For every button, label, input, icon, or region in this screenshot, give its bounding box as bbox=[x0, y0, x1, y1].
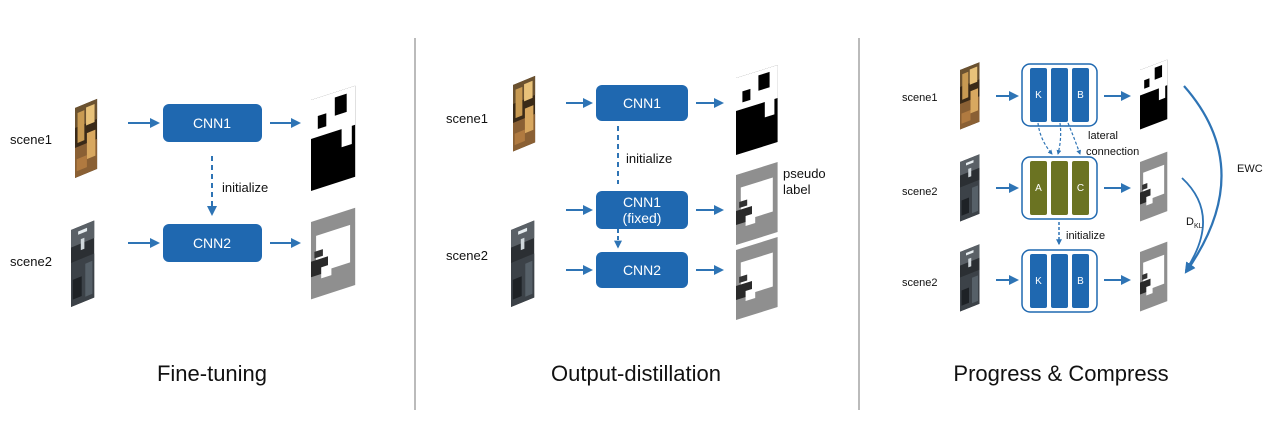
scene-photo-icon bbox=[511, 220, 535, 307]
kb-column bbox=[1030, 68, 1047, 122]
panel-fine-tuning: scene1 scene2 CNN1 CNN2 initialize Fine-… bbox=[10, 85, 356, 386]
segmentation-mask-icon bbox=[1140, 59, 1168, 130]
cnn1-box bbox=[163, 104, 262, 142]
kb-col-k: K bbox=[1035, 90, 1042, 101]
segmentation-mask-icon bbox=[736, 237, 778, 320]
scene-photo-icon bbox=[75, 98, 98, 178]
pseudo-label-line1: pseudo bbox=[783, 166, 826, 181]
active-column bbox=[1072, 161, 1089, 215]
kb-col-k: K bbox=[1035, 276, 1042, 287]
kb-column bbox=[1072, 68, 1089, 122]
active-col-a: A bbox=[1035, 183, 1042, 194]
cnn1-label: CNN1 bbox=[193, 115, 231, 131]
scene2-label: scene2 bbox=[902, 186, 937, 198]
kb-col-b: B bbox=[1077, 90, 1084, 101]
scene2-label: scene2 bbox=[10, 254, 52, 269]
initialize-label: initialize bbox=[626, 151, 672, 166]
fixed-label: (fixed) bbox=[623, 210, 662, 226]
segmentation-mask-icon bbox=[1140, 241, 1168, 312]
lateral-label-line2: connection bbox=[1086, 146, 1139, 158]
active-column bbox=[1030, 161, 1047, 215]
cnn1-fixed-box bbox=[596, 191, 688, 229]
cnn1-box bbox=[596, 85, 688, 121]
scene1-label: scene1 bbox=[446, 111, 488, 126]
cnn2-box bbox=[596, 252, 688, 288]
initialize-label: initialize bbox=[222, 180, 268, 195]
scene-photo-icon bbox=[960, 154, 980, 222]
cnn2-label: CNN2 bbox=[193, 235, 231, 251]
ewc-label: EWC bbox=[1237, 163, 1263, 175]
scene-photo-icon bbox=[960, 244, 980, 312]
scene2-label: scene2 bbox=[902, 277, 937, 289]
segmentation-mask-icon bbox=[1140, 151, 1168, 222]
dkl-label: DKL bbox=[1186, 216, 1203, 230]
scene1-label: scene1 bbox=[902, 92, 937, 104]
dkl-sub: KL bbox=[1194, 223, 1203, 230]
panel-output-distillation: scene1 scene2 CNN1 CNN1 (fixed) CNN2 ini… bbox=[446, 65, 826, 386]
active-column bbox=[1051, 161, 1068, 215]
segmentation-mask-icon bbox=[736, 65, 778, 155]
segmentation-mask-icon bbox=[736, 162, 778, 245]
cnn2-box bbox=[163, 224, 262, 262]
dkl-main: D bbox=[1186, 216, 1194, 228]
segmentation-mask-icon bbox=[311, 85, 356, 191]
kb-col-b: B bbox=[1077, 276, 1084, 287]
segmentation-mask-icon bbox=[311, 207, 356, 300]
panel-title-fine-tuning: Fine-tuning bbox=[157, 361, 267, 386]
ewc-arrow bbox=[1183, 85, 1223, 274]
panel-title-progress-compress: Progress & Compress bbox=[953, 361, 1168, 386]
initialize-label: initialize bbox=[1066, 230, 1105, 242]
panel-progress-compress: scene1 scene2 scene2 K B A C K B bbox=[902, 59, 1263, 386]
cnn1-fixed-label: CNN1 bbox=[623, 194, 661, 210]
cnn1-label: CNN1 bbox=[623, 95, 661, 111]
panel-title-output-distillation: Output-distillation bbox=[551, 361, 721, 386]
scene-photo-icon bbox=[960, 62, 980, 130]
kb-column bbox=[1072, 254, 1089, 308]
cnn2-label: CNN2 bbox=[623, 262, 661, 278]
lateral-label-line1: lateral bbox=[1088, 130, 1118, 142]
pseudo-label-line2: label bbox=[783, 182, 811, 197]
kb-column bbox=[1051, 68, 1068, 122]
kb-column bbox=[1030, 254, 1047, 308]
scene-photo-icon bbox=[513, 75, 536, 152]
scene2-label: scene2 bbox=[446, 248, 488, 263]
kb-column bbox=[1051, 254, 1068, 308]
dkl-arrow bbox=[1181, 177, 1204, 272]
active-col-c: C bbox=[1077, 183, 1084, 194]
scene1-label: scene1 bbox=[10, 132, 52, 147]
scene-photo-icon bbox=[71, 220, 95, 307]
